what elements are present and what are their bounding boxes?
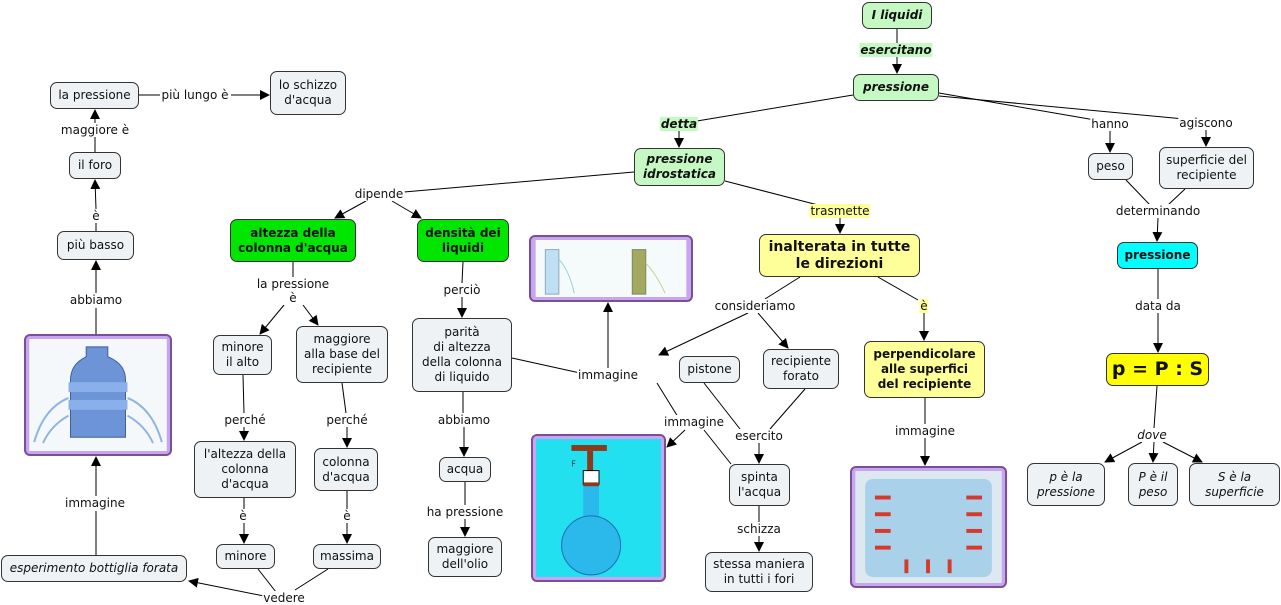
link-label-data-da: data da xyxy=(1134,299,1182,313)
link-label-immagine-beaker: immagine xyxy=(893,424,957,438)
concept-superficie-recipiente[interactable]: superficie del recipiente xyxy=(1159,147,1254,189)
concept-spinta-acqua[interactable]: spinta l'acqua xyxy=(729,464,790,506)
link-label-abbiamo-basso: abbiamo xyxy=(68,293,124,307)
link-label-agiscono: agiscono xyxy=(1178,116,1234,130)
link-label-abbiamo-acqua: abbiamo xyxy=(436,413,492,427)
concept-stessa-maniera[interactable]: stessa maniera in tutti i fori xyxy=(705,552,813,592)
concept-P-def[interactable]: P è il peso xyxy=(1128,463,1178,506)
link-label-vedere: vedere xyxy=(262,591,306,605)
link-label-esercito: esercito xyxy=(734,429,784,443)
concept-massima[interactable]: massima xyxy=(313,544,381,569)
concept-S-def[interactable]: S è la superficie xyxy=(1189,463,1280,506)
beaker-illustration xyxy=(855,471,1002,583)
image-perforated-bottle[interactable] xyxy=(24,334,172,456)
concept-acqua[interactable]: acqua xyxy=(439,457,491,482)
link-label-e-massima: è xyxy=(342,509,352,523)
link-label-immagine-flask: immagine xyxy=(662,415,726,429)
concept-la-pressione[interactable]: la pressione xyxy=(50,82,139,109)
concept-laltezza-colonna[interactable]: l'altezza della colonna d'acqua xyxy=(194,441,296,498)
concept-i-liquidi[interactable]: I liquidi xyxy=(862,2,932,29)
concept-maggiore-base[interactable]: maggiore alla base del recipiente xyxy=(296,326,388,383)
concept-densita-liquidi[interactable]: densità dei liquidi xyxy=(417,219,509,262)
concept-p-def[interactable]: p è la pressione xyxy=(1027,463,1105,506)
concept-colonna-acqua[interactable]: colonna d'acqua xyxy=(314,448,378,491)
link-label-dove: dove xyxy=(1136,428,1168,442)
link-label-maggiore-e: maggiore è xyxy=(59,123,131,137)
concept-pressione[interactable]: pressione xyxy=(853,74,939,101)
concept-minore[interactable]: minore xyxy=(216,544,275,569)
concept-pistone[interactable]: pistone xyxy=(679,356,740,383)
concept-il-foro[interactable]: il foro xyxy=(69,152,121,179)
concept-maggiore-olio[interactable]: maggiore dell'olio xyxy=(428,537,502,577)
concept-schizzo[interactable]: lo schizzo d'acqua xyxy=(270,71,346,115)
link-label-immagine-bottle: immagine xyxy=(63,496,127,510)
link-label-trasmette: trasmette xyxy=(809,204,871,218)
flask-illustration: F xyxy=(536,439,661,577)
concept-parita[interactable]: parità di altezza della colonna di liqui… xyxy=(412,318,512,392)
link-label-ha-pressione: ha pressione xyxy=(425,505,505,519)
link-label-esercitano: esercitano xyxy=(859,43,933,57)
image-beaker-pressure[interactable] xyxy=(850,466,1007,588)
link-label-immagine-bottles: immagine xyxy=(576,368,640,382)
concept-pressione-idrostatica[interactable]: pressione idrostatica xyxy=(634,148,725,186)
bottles-illustration xyxy=(535,240,687,297)
link-label-perche-1: perché xyxy=(223,413,267,427)
link-label-detta: detta xyxy=(659,117,699,131)
link-label-consideriamo: consideriamo xyxy=(713,299,797,313)
image-bottles-pair[interactable] xyxy=(529,235,693,302)
link-label-schizza: schizza xyxy=(736,522,782,536)
link-label-piu-lungo-e: più lungo è xyxy=(160,88,230,102)
image-piston-flask[interactable]: F xyxy=(531,434,666,582)
link-label-perche-2: perché xyxy=(325,413,369,427)
concept-perpendicolare[interactable]: perpendicolare alle superfici del recipi… xyxy=(864,341,985,398)
link-label-hanno: hanno xyxy=(1090,117,1130,131)
link-label-la-pressione-e: la pressione è xyxy=(255,277,331,305)
bottle-illustration xyxy=(29,339,167,451)
link-label-percio: perciò xyxy=(442,283,482,297)
link-label-dipende: dipende xyxy=(353,187,405,201)
link-label-determinando: determinando xyxy=(1114,204,1202,218)
force-label: F xyxy=(571,460,576,469)
concept-inalterata[interactable]: inalterata in tutte le direzioni xyxy=(759,234,920,277)
concept-piu-basso[interactable]: più basso xyxy=(57,231,134,260)
concept-minore-alto[interactable]: minore il alto xyxy=(213,335,272,375)
link-label-e-minore: è xyxy=(238,509,248,523)
link-label-e-foro: è xyxy=(91,209,101,223)
concept-esperimento[interactable]: esperimento bottiglia forata xyxy=(1,555,187,582)
concept-formula[interactable]: p = P : S xyxy=(1106,353,1209,386)
concept-altezza-colonna[interactable]: altezza della colonna d'acqua xyxy=(230,219,356,262)
link-label-e-perpendicolare: è xyxy=(919,299,929,313)
concept-recipiente-forato[interactable]: recipiente forato xyxy=(763,349,839,389)
concept-pressione-result[interactable]: pressione xyxy=(1117,242,1198,269)
concept-peso[interactable]: peso xyxy=(1088,153,1133,180)
